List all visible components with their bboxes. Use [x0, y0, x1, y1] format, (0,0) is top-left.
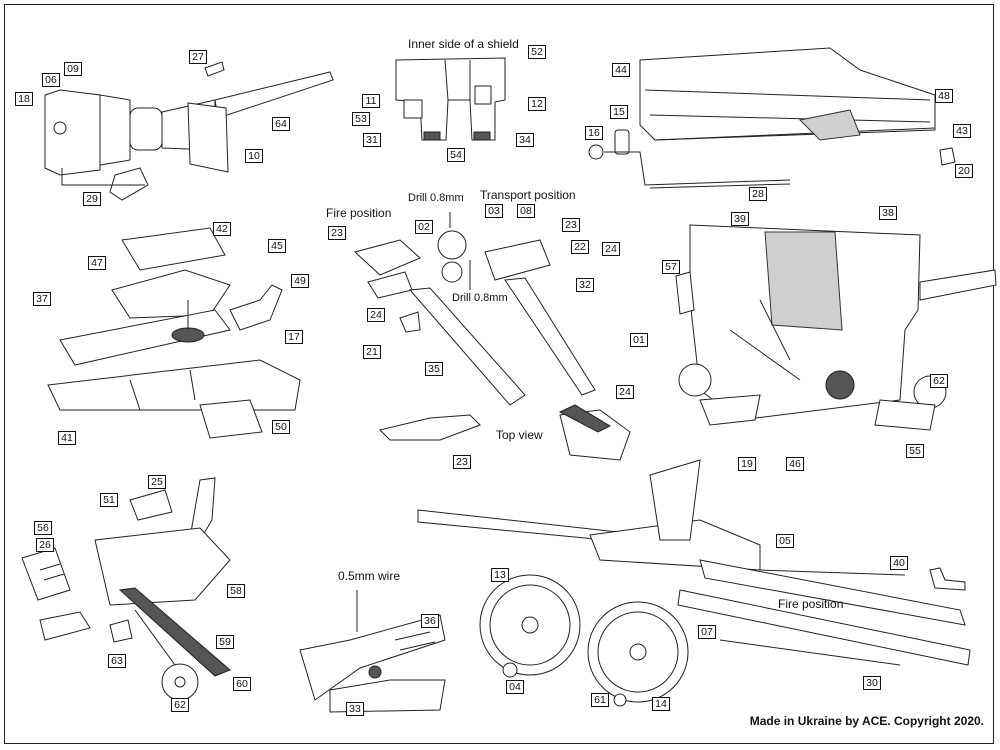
- part-label-58: 58: [227, 584, 245, 598]
- part-label-62b: 62: [171, 698, 189, 712]
- part-label-08: 08: [517, 204, 535, 218]
- part-label-48: 48: [935, 89, 953, 103]
- part-label-53: 53: [352, 112, 370, 126]
- part-label-47: 47: [88, 256, 106, 270]
- part-label-28: 28: [749, 187, 767, 201]
- caption-drill-top: Drill 0.8mm: [408, 192, 464, 204]
- full-gun-drawing: [417, 459, 971, 707]
- part-label-15: 15: [610, 105, 628, 119]
- part-label-23c: 23: [453, 455, 471, 469]
- part-label-54: 54: [447, 148, 465, 162]
- part-label-55: 55: [906, 444, 924, 458]
- part-label-40: 40: [890, 556, 908, 570]
- part-label-56: 56: [34, 521, 52, 535]
- part-label-19: 19: [738, 457, 756, 471]
- part-label-20: 20: [955, 164, 973, 178]
- part-label-27: 27: [189, 50, 207, 64]
- part-label-23a: 23: [562, 218, 580, 232]
- caption-drill-mid: Drill 0.8mm: [452, 292, 508, 304]
- part-label-41: 41: [58, 431, 76, 445]
- part-label-04: 04: [506, 680, 524, 694]
- trail-rail-drawing: [588, 47, 956, 189]
- part-label-26: 26: [36, 538, 54, 552]
- gun-shield-drawing: [675, 224, 997, 431]
- part-label-02: 02: [415, 220, 433, 234]
- part-label-01: 01: [630, 333, 648, 347]
- upper-carriage-drawing: [47, 227, 301, 439]
- part-label-12: 12: [528, 97, 546, 111]
- part-label-13: 13: [491, 568, 509, 582]
- wire-detail-drawing: [299, 590, 446, 713]
- part-label-29: 29: [83, 192, 101, 206]
- part-label-52: 52: [528, 45, 546, 59]
- elevation-traverse-drawing: [21, 477, 231, 701]
- part-label-57: 57: [662, 260, 680, 274]
- part-label-63: 63: [108, 654, 126, 668]
- part-label-10: 10: [245, 149, 263, 163]
- part-label-60: 60: [233, 677, 251, 691]
- part-label-32: 32: [576, 278, 594, 292]
- part-label-62a: 62: [930, 374, 948, 388]
- caption-fire-position-left: Fire position: [326, 206, 392, 220]
- part-label-36: 36: [421, 614, 439, 628]
- part-label-42: 42: [213, 222, 231, 236]
- part-label-61: 61: [591, 693, 609, 707]
- part-label-35: 35: [425, 362, 443, 376]
- part-label-30: 30: [863, 676, 881, 690]
- part-label-46: 46: [786, 457, 804, 471]
- part-label-45: 45: [268, 239, 286, 253]
- part-label-64: 64: [272, 117, 290, 131]
- part-label-14: 14: [652, 697, 670, 711]
- part-label-59: 59: [216, 635, 234, 649]
- part-label-06: 06: [42, 73, 60, 87]
- part-label-43: 43: [953, 124, 971, 138]
- part-label-07: 07: [698, 625, 716, 639]
- part-label-33: 33: [346, 702, 364, 716]
- part-label-24b: 24: [367, 308, 385, 322]
- part-label-16: 16: [585, 126, 603, 140]
- caption-inner-shield: Inner side of a shield: [408, 37, 519, 51]
- part-label-50: 50: [272, 420, 290, 434]
- barrel-cradle-drawing: [44, 61, 334, 201]
- part-label-38: 38: [879, 206, 897, 220]
- trail-legs-drawing: [353, 212, 631, 461]
- part-label-49: 49: [291, 274, 309, 288]
- part-label-22: 22: [571, 240, 589, 254]
- part-label-23b: 23: [328, 226, 346, 240]
- part-label-31: 31: [363, 133, 381, 147]
- part-label-44: 44: [612, 63, 630, 77]
- part-label-39: 39: [731, 212, 749, 226]
- part-label-09: 09: [64, 62, 82, 76]
- part-label-21: 21: [363, 345, 381, 359]
- sheet-border: [4, 4, 994, 744]
- part-label-18: 18: [15, 92, 33, 106]
- caption-transport-position: Transport position: [480, 188, 576, 202]
- part-label-34: 34: [516, 133, 534, 147]
- part-label-03: 03: [485, 204, 503, 218]
- part-label-17: 17: [285, 330, 303, 344]
- part-label-37: 37: [33, 292, 51, 306]
- copyright-note: Made in Ukraine by ACE. Copyright 2020.: [749, 714, 984, 728]
- part-label-24a: 24: [602, 242, 620, 256]
- caption-wire: 0.5mm wire: [338, 569, 401, 583]
- caption-fire-position-right: Fire position: [778, 597, 844, 611]
- part-label-24c: 24: [616, 385, 634, 399]
- caption-top-view: Top view: [496, 428, 543, 442]
- part-label-51: 51: [100, 493, 118, 507]
- part-label-25: 25: [148, 475, 166, 489]
- part-label-11: 11: [362, 94, 380, 108]
- inner-shield-drawing: [395, 57, 506, 141]
- part-label-05: 05: [776, 534, 794, 548]
